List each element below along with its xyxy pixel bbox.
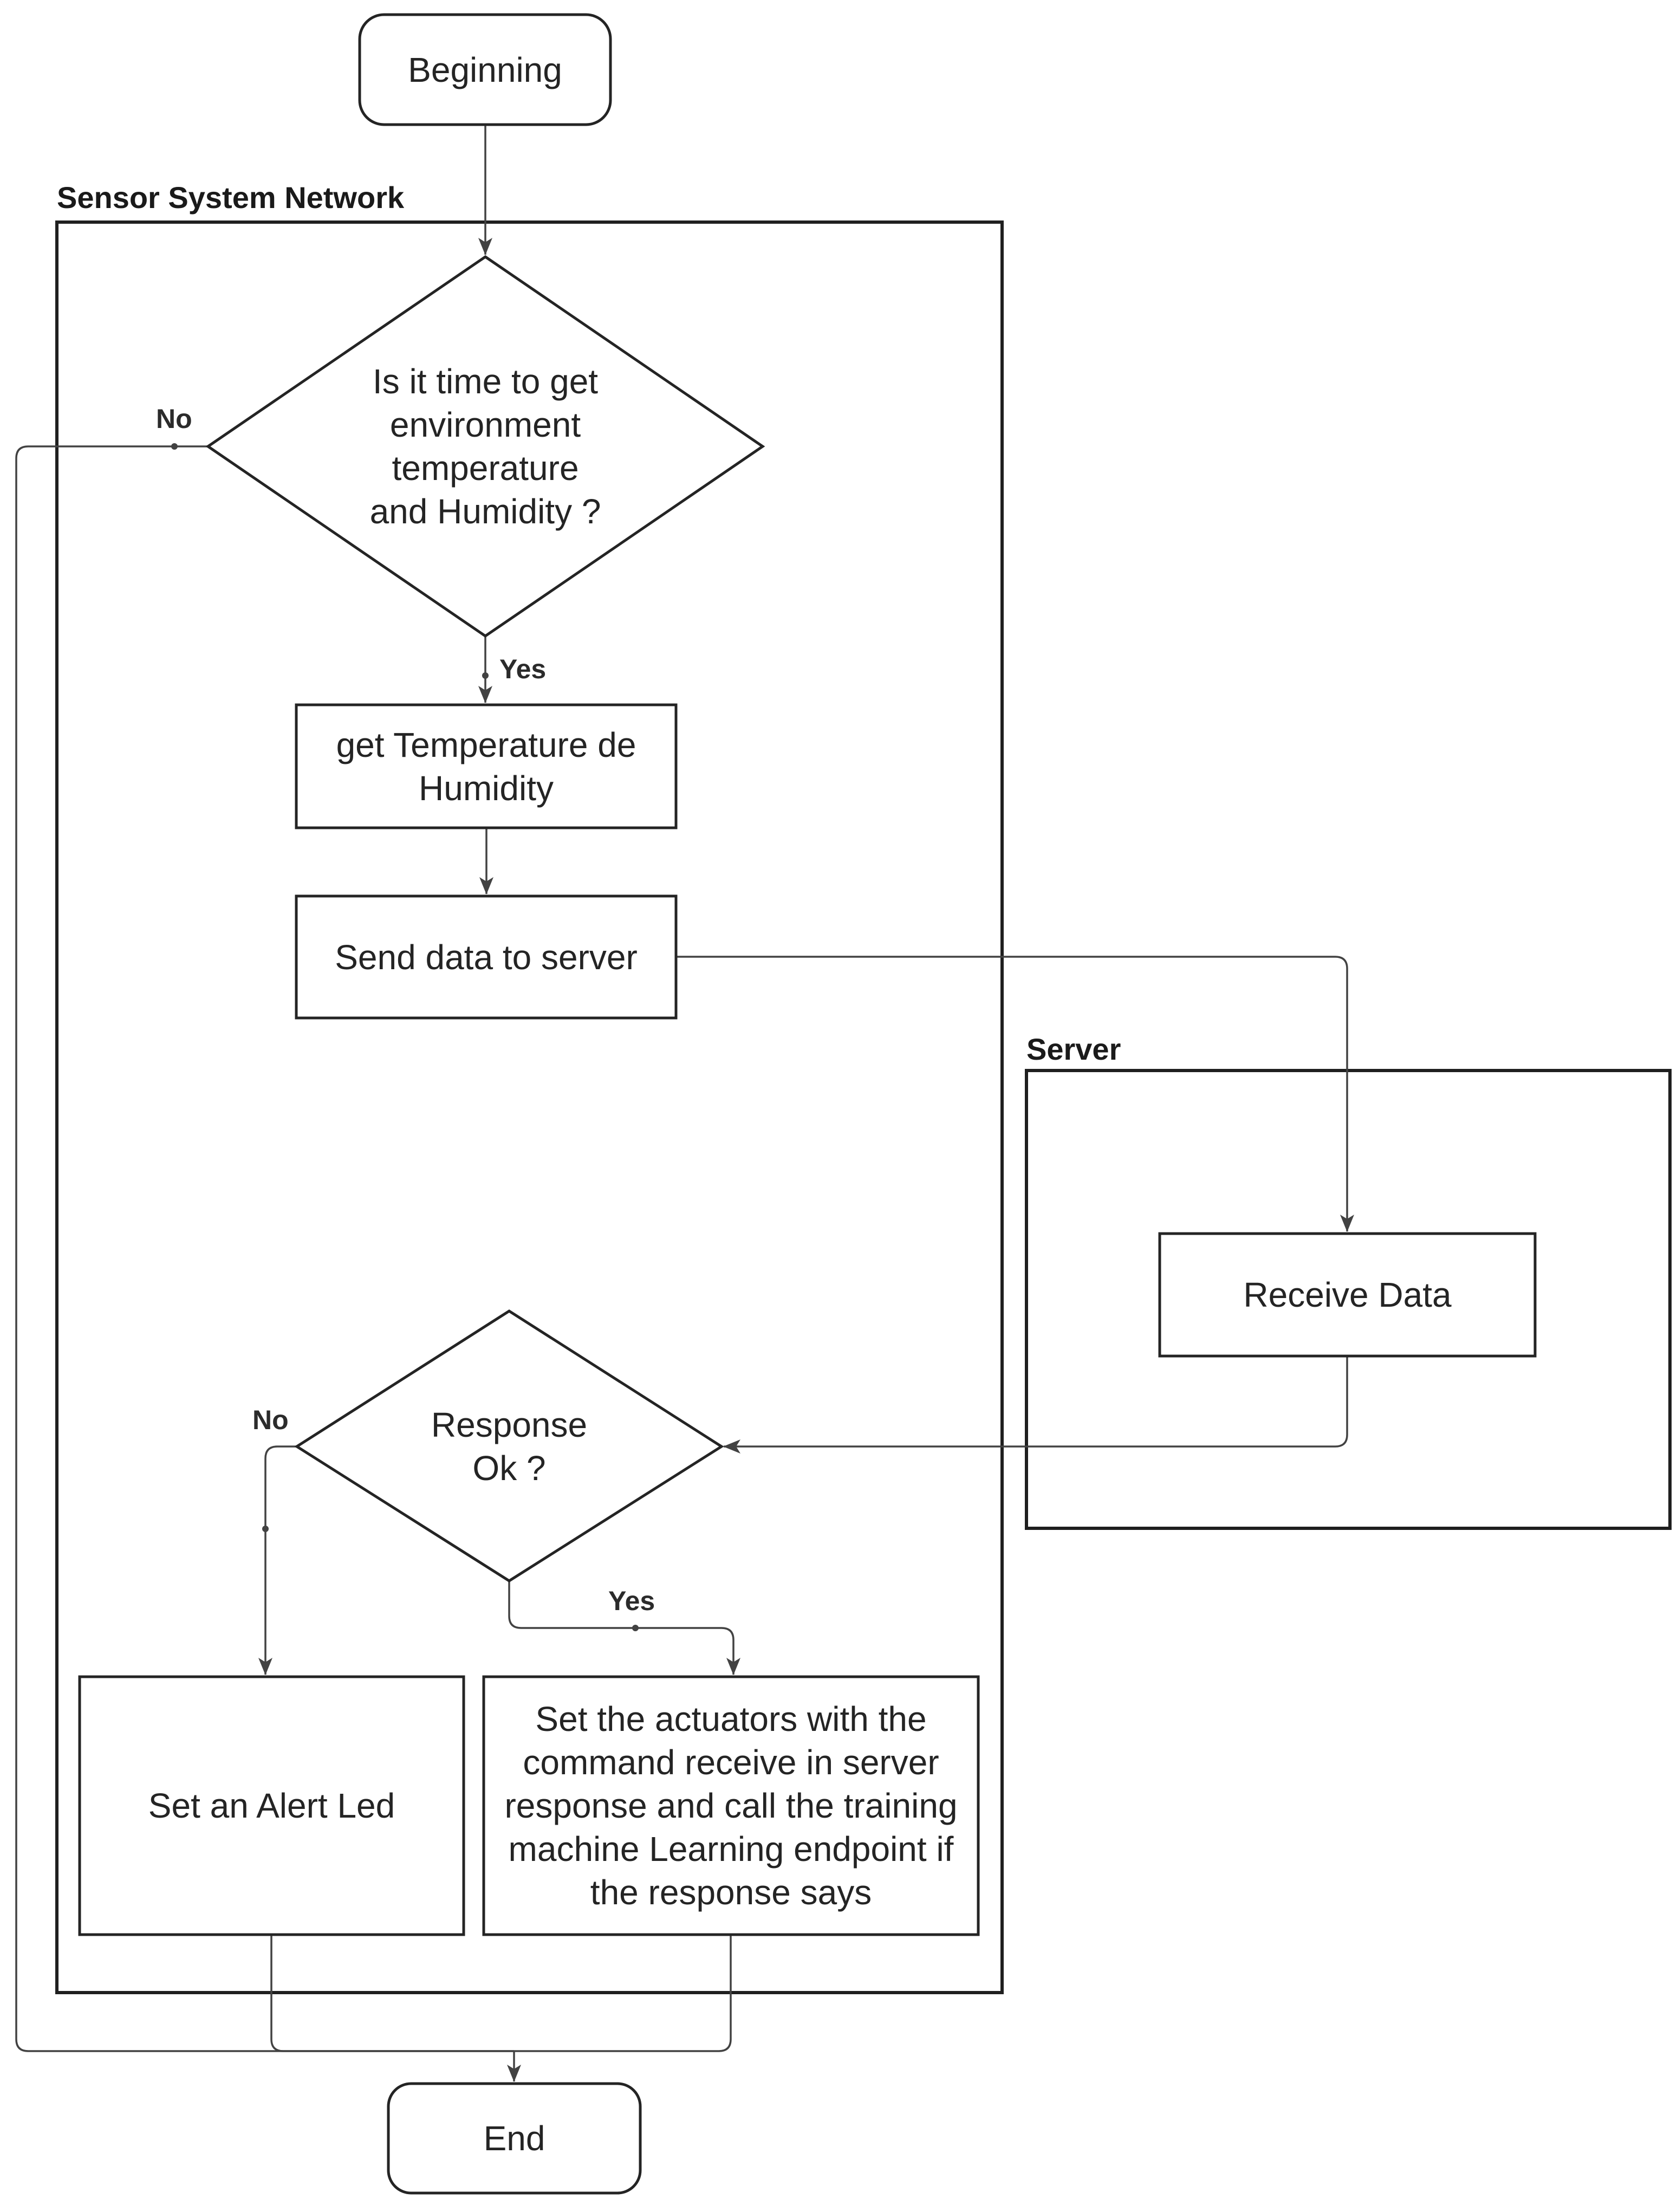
connector-alert-to-merge: [270, 1935, 514, 2052]
server-container: [1025, 1069, 1672, 1530]
end-node-shape: [387, 2082, 642, 2195]
sensor-network-container: [55, 220, 1004, 1994]
waypoint-dot: [632, 1625, 639, 1631]
send-data-node-shape: [295, 894, 678, 1020]
edge-label-time-no: No: [156, 404, 192, 434]
connector-actuators-to-merge: [514, 1935, 732, 2052]
waypoint-dot: [482, 672, 489, 679]
connector-send-to-receive: [676, 956, 1354, 1232]
beginning-node-shape: [358, 13, 612, 126]
server-label: Server: [1026, 1032, 1121, 1066]
set-actuators-node-shape: [482, 1675, 980, 1936]
waypoint-dot: [171, 443, 178, 450]
edge-label-response-yes: Yes: [608, 1586, 655, 1616]
receive-data-node-shape: [1158, 1232, 1537, 1358]
get-temperature-node-shape: [295, 703, 678, 829]
connector-decision-no-loop: [15, 445, 514, 2052]
waypoint-dot: [262, 1526, 269, 1532]
edge-label-time-yes: Yes: [499, 654, 547, 684]
set-alert-led-node-shape: [78, 1675, 465, 1936]
edge-label-response-no: No: [252, 1405, 289, 1435]
connector-response-no: [258, 1445, 297, 1675]
decision-time-diamond: [205, 255, 765, 638]
connector-response-yes: [508, 1581, 740, 1675]
sensor-network-label: Sensor System Network: [57, 180, 405, 215]
connector-receive-to-decision: [723, 1356, 1348, 1454]
decision-response-diamond: [294, 1309, 724, 1582]
